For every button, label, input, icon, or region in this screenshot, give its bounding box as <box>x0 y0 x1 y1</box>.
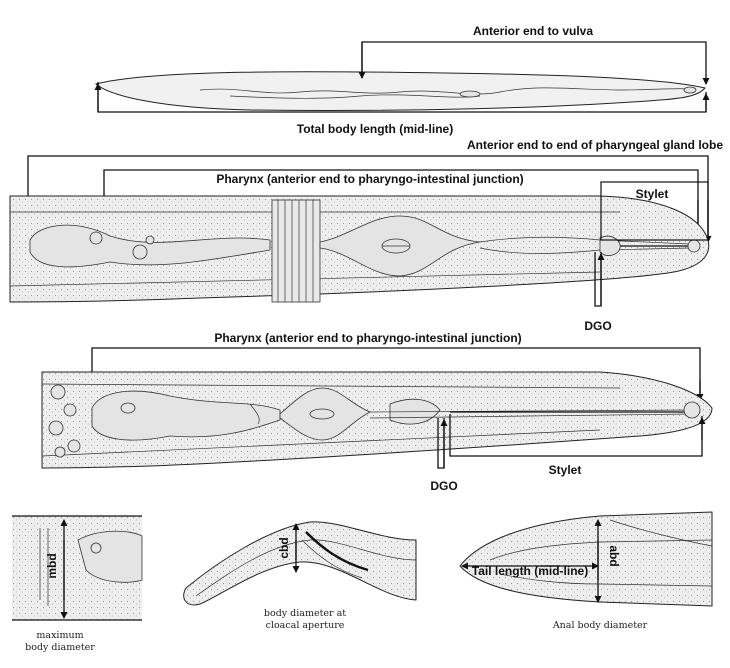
male-tail-body <box>184 522 416 605</box>
cbd-label: cbd <box>277 537 291 558</box>
abd-label: abd <box>607 545 621 566</box>
panel-max-body-diameter: mbd maximum body diameter <box>12 516 142 653</box>
panel-tail-length: Tail length (mid-line) abd Anal body dia… <box>460 512 712 631</box>
stylet-upper-label: Stylet <box>636 187 669 201</box>
cloacal-caption-1: body diameter at <box>264 608 346 619</box>
panel-anterior-upper: Anterior end to end of pharyngeal gland … <box>10 138 723 333</box>
dgo-upper-label: DGO <box>584 319 611 333</box>
cloacal-caption-2: cloacal aperture <box>266 620 345 631</box>
female-tail-body <box>460 512 712 606</box>
panel-anterior-lower: Pharynx (anterior end to pharyngo-intest… <box>42 331 712 493</box>
max-body-diameter-caption-2: body diameter <box>25 642 95 653</box>
mbd-label: mbd <box>45 553 59 578</box>
annulated-region <box>272 200 320 302</box>
tail-length-label: Tail length (mid-line) <box>472 564 588 578</box>
pharynx-upper-label: Pharynx (anterior end to pharyngo-intest… <box>216 172 523 186</box>
anterior-to-gland-lobe-label: Anterior end to end of pharyngeal gland … <box>467 138 723 152</box>
whole-nematode-body <box>96 72 705 111</box>
anal-body-diameter-caption: Anal body diameter <box>552 620 648 631</box>
panel-whole-body: Anterior end to vulva Total body length … <box>96 24 706 136</box>
panel-cloacal-diameter: cbd body diameter at cloacal aperture <box>184 522 416 631</box>
max-body-diameter-caption-1: maximum <box>36 630 83 641</box>
stylet-lower-label: Stylet <box>549 463 582 477</box>
pharynx-lower-label: Pharynx (anterior end to pharyngo-intest… <box>214 331 521 345</box>
anterior-to-vulva-label: Anterior end to vulva <box>473 24 593 38</box>
dgo-lower-label: DGO <box>430 479 457 493</box>
total-body-length-label: Total body length (mid-line) <box>297 122 453 136</box>
